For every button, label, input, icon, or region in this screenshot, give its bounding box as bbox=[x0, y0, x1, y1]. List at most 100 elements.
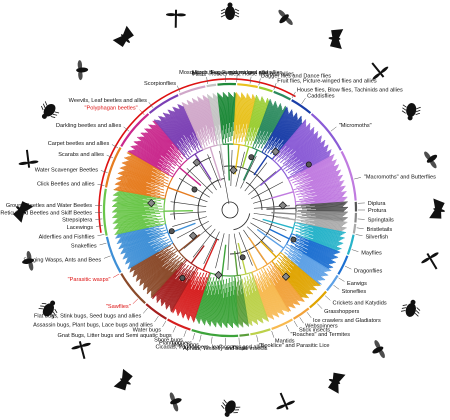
tree-branch bbox=[219, 150, 230, 205]
clade-fan-mantids bbox=[248, 237, 305, 312]
ring-segment-beetles-d bbox=[120, 113, 150, 147]
ring-segment-stoneflies bbox=[326, 274, 339, 292]
calibration-diamond bbox=[147, 198, 156, 208]
clade-label: Gnat Bugs, Litter bugs and Semi aquatic … bbox=[58, 333, 172, 339]
insect-icon bbox=[169, 392, 182, 412]
clade-label: Snakeflies bbox=[71, 244, 97, 250]
insect-icon bbox=[328, 372, 346, 394]
label-leader bbox=[344, 265, 352, 270]
clade-label: "Macromoths" and Butterflies bbox=[364, 175, 436, 181]
ring-segment-crickets bbox=[309, 290, 327, 309]
ring-segment-dragonflies bbox=[337, 255, 349, 275]
calibration-circle bbox=[168, 228, 175, 235]
insect-icon bbox=[12, 201, 34, 223]
clade-label: "Parasitic wasps" bbox=[68, 277, 111, 283]
ring-segment-stinging-wasps bbox=[145, 303, 167, 320]
clade-label: Water Scavenger Beetles bbox=[35, 168, 98, 174]
tree-branch bbox=[172, 216, 208, 227]
label-leader bbox=[183, 330, 187, 337]
clade-fan-caddisflies bbox=[253, 106, 307, 176]
label-leader bbox=[143, 307, 148, 314]
tree-branch bbox=[186, 168, 213, 194]
label-leader bbox=[293, 320, 298, 328]
label-leader bbox=[97, 234, 105, 237]
clade-label: House flies, Blow flies, Tachinids and a… bbox=[297, 87, 403, 93]
clade-fan-stinging-wasps bbox=[152, 245, 205, 313]
ring-segment-fruit-flies bbox=[258, 86, 273, 93]
label-leader bbox=[355, 234, 363, 237]
insect-icon bbox=[421, 252, 439, 270]
calibration-circle bbox=[290, 236, 297, 243]
calibration-diamond bbox=[214, 270, 223, 280]
clade-label: Water bugs bbox=[133, 328, 162, 334]
calibration-diamond bbox=[281, 272, 291, 281]
clade-label: Cicadas, froghoppers, leafhoppers and al… bbox=[155, 345, 266, 351]
label-leader bbox=[100, 170, 108, 173]
clade-label: Mosquitoes, Fugus midges and allies bbox=[179, 70, 271, 76]
clade-label: "Roaches" and Termites bbox=[290, 332, 350, 338]
label-leader bbox=[162, 320, 167, 328]
insect-icon bbox=[112, 25, 134, 48]
tree-branch bbox=[196, 160, 217, 191]
tree-branch bbox=[227, 233, 230, 270]
label-leader bbox=[132, 298, 139, 304]
ring-segment-beetles-a bbox=[105, 236, 122, 273]
insect-icon bbox=[76, 60, 89, 81]
ring-segment-snakeflies-lacewings bbox=[120, 273, 146, 305]
ring-segment-beetles-e bbox=[148, 94, 179, 114]
ring-segment-beetles-b bbox=[102, 188, 108, 236]
label-leader bbox=[338, 277, 345, 282]
calibration-circle bbox=[191, 186, 198, 193]
label-leader bbox=[324, 295, 331, 301]
ring-segment-caddisflies bbox=[291, 99, 312, 114]
label-leader bbox=[192, 332, 195, 340]
tree-arc bbox=[222, 165, 275, 255]
fossil-calibration-nodes bbox=[147, 147, 312, 281]
ring-segment-booklice bbox=[250, 328, 271, 336]
ring-segment-beetles-c bbox=[104, 147, 122, 188]
clade-label: Ice crawlers and Gladiators bbox=[313, 318, 381, 324]
label-leader bbox=[273, 83, 277, 90]
label-leader bbox=[139, 109, 145, 116]
ring-segment-micromoths bbox=[310, 113, 342, 151]
clade-label: Springtails bbox=[368, 218, 394, 224]
tree-arc bbox=[233, 213, 251, 231]
clade-fan-scorpionflies bbox=[181, 95, 222, 182]
ring-segment-bristletails bbox=[352, 223, 357, 234]
tree-branch bbox=[240, 155, 257, 189]
ring-segment-scorpionflies bbox=[178, 85, 206, 96]
clade-label: Click Beetles and allies bbox=[37, 182, 95, 188]
clade-fan-booklice bbox=[237, 242, 269, 326]
label-leader bbox=[97, 183, 105, 186]
ring-segment-mantids bbox=[293, 307, 310, 320]
clade-label: Stick insects bbox=[299, 328, 330, 334]
clade-label: Shore bugs bbox=[154, 338, 183, 344]
label-leader bbox=[210, 336, 213, 344]
ring-segment-robber-flies bbox=[237, 83, 258, 89]
clade-label: March flies, Fugus midges and allies bbox=[192, 70, 283, 76]
clade-label: Aphids, Whitefly and scale insects bbox=[183, 346, 268, 352]
insect-icon bbox=[278, 9, 293, 25]
ring-segment-parasitic-wasps bbox=[167, 318, 191, 331]
label-leader bbox=[112, 273, 120, 278]
label-leader bbox=[301, 97, 306, 105]
clade-label: Mantids bbox=[275, 338, 295, 344]
label-leader bbox=[256, 335, 259, 343]
label-leader bbox=[354, 177, 362, 180]
clade-label: Mayflies bbox=[361, 251, 382, 257]
tree-branch bbox=[233, 233, 241, 270]
clade-fan-springtails bbox=[271, 210, 348, 223]
clade-label: Fleas bbox=[192, 72, 206, 78]
label-leader bbox=[106, 154, 114, 159]
clade-label: Silverfish bbox=[365, 234, 388, 240]
tree-branch bbox=[244, 162, 268, 192]
insect-icon bbox=[401, 103, 421, 121]
label-leader bbox=[351, 249, 359, 252]
tree-branch bbox=[170, 201, 207, 207]
clade-label: Dragonflies bbox=[354, 268, 382, 274]
calibration-circle bbox=[179, 275, 186, 281]
calibration-circle bbox=[248, 154, 255, 161]
label-leader bbox=[199, 334, 202, 342]
clade-label: "Polyphagan beetles" bbox=[85, 105, 138, 111]
